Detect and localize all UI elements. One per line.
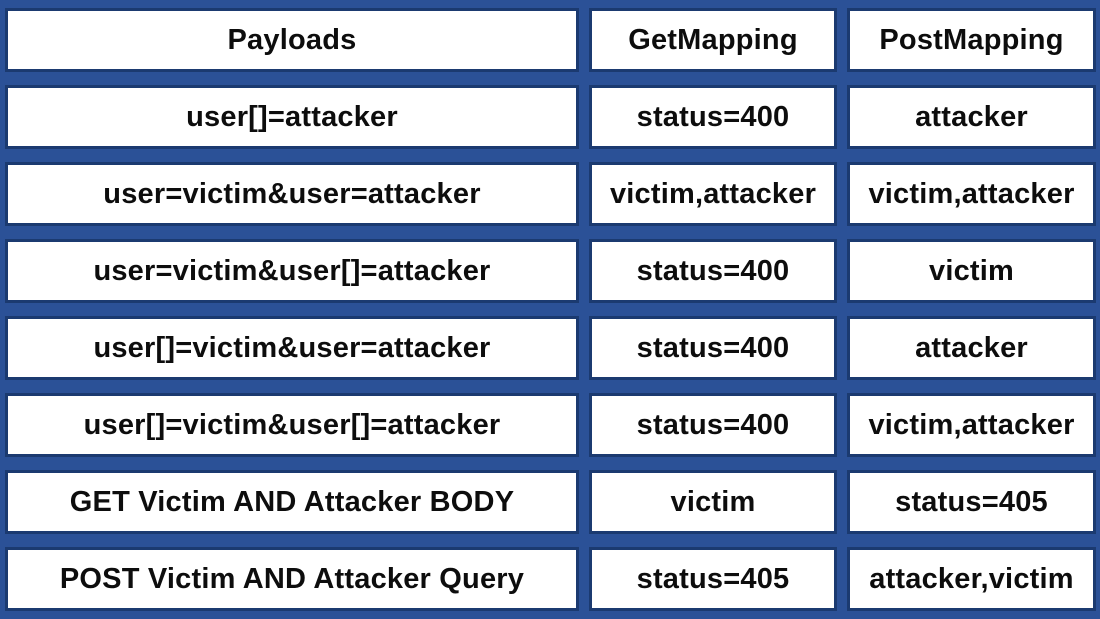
postmapping-cell: attacker,victim <box>847 547 1096 611</box>
postmapping-cell: attacker <box>847 316 1096 380</box>
postmapping-cell: attacker <box>847 85 1096 149</box>
getmapping-cell: status=400 <box>589 316 837 380</box>
postmapping-cell: victim <box>847 239 1096 303</box>
payload-cell: GET Victim AND Attacker BODY <box>5 470 579 534</box>
header-cell-payloads: Payloads <box>5 8 579 72</box>
payload-cell: user[]=attacker <box>5 85 579 149</box>
payload-cell: user[]=victim&user[]=attacker <box>5 393 579 457</box>
payload-cell: user=victim&user[]=attacker <box>5 239 579 303</box>
header-cell-getmapping: GetMapping <box>589 8 837 72</box>
getmapping-cell: status=400 <box>589 239 837 303</box>
getmapping-cell: victim,attacker <box>589 162 837 226</box>
postmapping-cell: victim,attacker <box>847 162 1096 226</box>
getmapping-cell: status=400 <box>589 393 837 457</box>
getmapping-cell: victim <box>589 470 837 534</box>
payload-cell: POST Victim AND Attacker Query <box>5 547 579 611</box>
postmapping-cell: victim,attacker <box>847 393 1096 457</box>
getmapping-cell: status=400 <box>589 85 837 149</box>
getmapping-cell: status=405 <box>589 547 837 611</box>
payload-cell: user=victim&user=attacker <box>5 162 579 226</box>
payload-cell: user[]=victim&user=attacker <box>5 316 579 380</box>
postmapping-cell: status=405 <box>847 470 1096 534</box>
header-cell-postmapping: PostMapping <box>847 8 1096 72</box>
